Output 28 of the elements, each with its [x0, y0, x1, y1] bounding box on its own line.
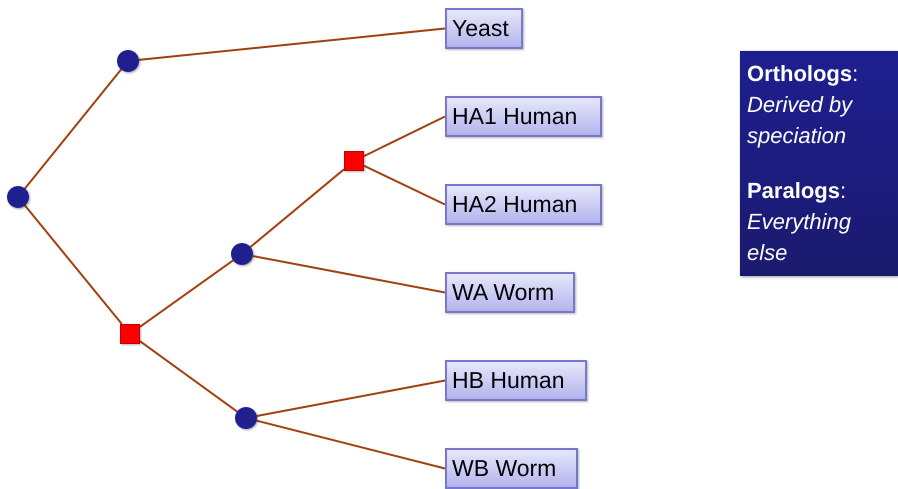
leaf-box — [445, 360, 587, 401]
leaf-label: HA2 Human — [452, 193, 578, 216]
tree-branch — [252, 255, 446, 294]
tree-branch — [256, 380, 446, 417]
note-panel — [740, 51, 898, 276]
leaf-label: Yeast — [452, 17, 509, 40]
leaf-box — [445, 184, 602, 225]
leaf-box — [445, 448, 578, 489]
note-text: Orthologs: Derived by speciation — [747, 60, 860, 150]
tree-branch — [364, 116, 446, 157]
tree-branch — [139, 340, 238, 412]
leaf-label: WB Worm — [452, 457, 556, 480]
tree-branch — [24, 68, 122, 190]
leaf-label: HA1 Human — [452, 105, 578, 128]
leaf-box — [445, 272, 575, 313]
leaf-label: WA Worm — [452, 281, 554, 304]
leaf-label: HB Human — [452, 369, 564, 392]
tree-branch — [24, 204, 123, 325]
tree-branch — [139, 260, 234, 328]
tree-branch — [256, 420, 446, 470]
node-square — [344, 151, 364, 171]
leaf-box — [445, 96, 602, 137]
node-square — [120, 324, 140, 344]
tree-branch — [364, 164, 446, 206]
tree-branch — [138, 28, 446, 61]
note-text: Paralogs: Everything else — [747, 177, 852, 267]
leaf-box — [445, 8, 523, 49]
tree-branch — [250, 168, 345, 248]
